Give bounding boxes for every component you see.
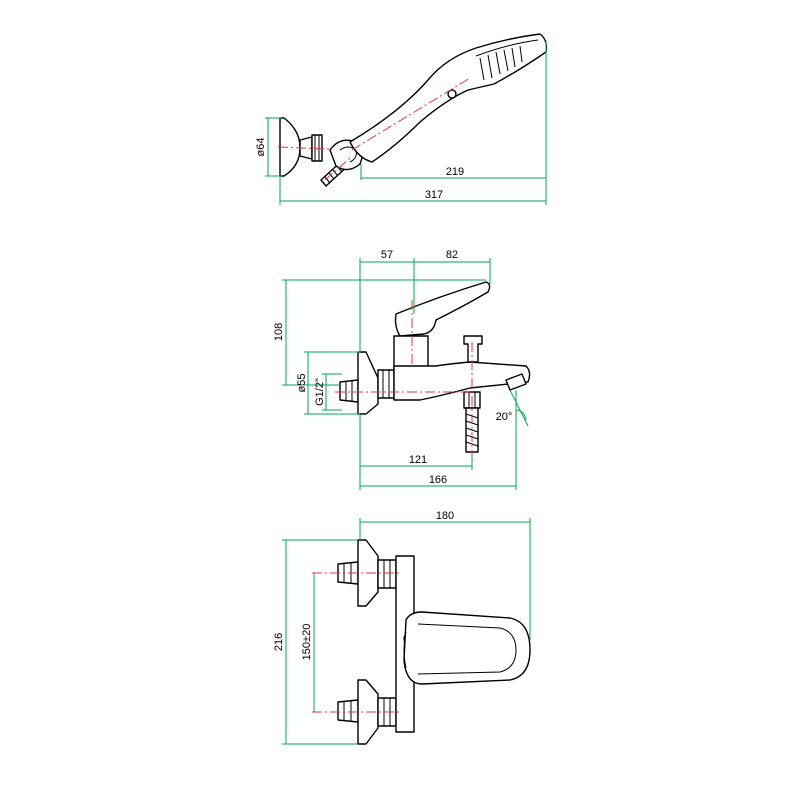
hand-shower-view: ø64 219 317 — [255, 33, 548, 205]
dim-angle-20: 20° — [496, 411, 513, 423]
dim-121: 121 — [409, 454, 427, 466]
dim-thread-g12: G1/2" — [314, 378, 326, 406]
dim-diameter-64: ø64 — [255, 138, 267, 157]
dim-150-20: 150±20 — [301, 624, 313, 661]
dim-diameter-55: ø55 — [296, 374, 308, 393]
mixer-side-view: 57 82 108 ø55 G1/2" 20° 121 166 — [273, 249, 531, 490]
dim-216: 216 — [273, 633, 285, 651]
lower-inlet-nut — [337, 699, 359, 723]
hand-shower-body — [349, 33, 548, 163]
dim-166: 166 — [429, 474, 447, 486]
shower-button — [447, 89, 457, 99]
shower-head-face — [475, 39, 539, 57]
dim-180: 180 — [436, 510, 454, 522]
dim-219: 219 — [446, 166, 464, 178]
spout-tip — [505, 373, 527, 391]
mixer-top-view: 180 216 150±20 — [273, 510, 531, 745]
connector-nut — [377, 369, 395, 399]
dim-82: 82 — [446, 249, 458, 261]
top-view-lever — [403, 611, 531, 685]
wall-flange — [357, 351, 379, 415]
mixer-body-spout — [393, 361, 531, 401]
cartridge-body — [393, 335, 429, 371]
dim-317: 317 — [425, 189, 443, 201]
lever-handle — [394, 281, 491, 337]
dim-108: 108 — [273, 323, 285, 341]
diverter-knob — [463, 335, 483, 363]
dim-57: 57 — [381, 249, 393, 261]
upper-connector-nut — [377, 559, 397, 589]
inlet-nut — [339, 379, 359, 403]
